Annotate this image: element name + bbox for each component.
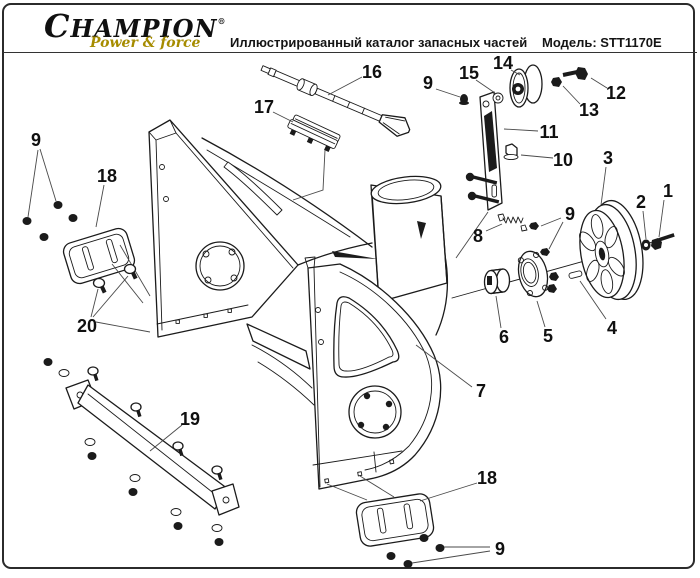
model-label: Модель: STT1170E <box>542 35 662 50</box>
callout-5: 5 <box>543 326 553 346</box>
leader-line-18 <box>419 482 478 502</box>
shave-plate-bracket <box>287 114 341 152</box>
scraper-bolts <box>43 358 224 546</box>
tension-arm <box>455 91 503 259</box>
callout-10: 10 <box>553 150 573 170</box>
skid-shoe-bottom <box>355 493 435 547</box>
leader-line-16 <box>327 76 363 96</box>
bracket-mount-line <box>292 149 326 201</box>
leader-line-17 <box>272 111 294 123</box>
leader-line-9 <box>548 221 564 250</box>
callout-9: 9 <box>565 204 575 224</box>
arm-bolts <box>465 172 500 204</box>
leader-line-1 <box>658 199 665 238</box>
pulley-washer <box>641 239 651 251</box>
leader-line-15 <box>475 79 496 94</box>
leader-line-9 <box>27 149 39 218</box>
callout-18: 18 <box>477 468 497 488</box>
leader-line-13 <box>562 85 581 105</box>
callout-4: 4 <box>607 318 617 338</box>
callout-3: 3 <box>603 148 613 168</box>
tension-spring <box>497 213 539 232</box>
leader-line-7 <box>415 344 473 388</box>
leader-line-11 <box>503 128 539 132</box>
idler-washer <box>492 92 504 104</box>
idler-nut <box>551 77 562 87</box>
callout-8: 8 <box>473 226 483 246</box>
callout-20: 20 <box>77 316 97 336</box>
callout-17: 17 <box>254 97 274 117</box>
skid-shoe-left <box>62 227 136 285</box>
leader-line-8 <box>485 223 503 232</box>
leader-line-3 <box>600 166 607 206</box>
callout-16: 16 <box>362 62 382 82</box>
bearing-hub <box>483 268 511 295</box>
left-side-panel <box>148 119 299 338</box>
callout-14: 14 <box>493 53 513 73</box>
cross-strut <box>246 323 311 370</box>
callout-18: 18 <box>97 166 117 186</box>
page-border <box>2 3 695 569</box>
callout-2: 2 <box>636 192 646 212</box>
flange-nut-9b <box>459 94 469 105</box>
shoe-bottom-nuts <box>386 534 445 568</box>
flange-nuts <box>540 248 559 293</box>
leader-line-12 <box>590 77 608 89</box>
scraper-bar <box>65 379 240 516</box>
callout-11: 11 <box>539 122 558 142</box>
leader-line-14 <box>510 69 521 76</box>
leader-line-6 <box>495 295 502 329</box>
idler-pulley <box>509 64 543 108</box>
brand-logo: CHAMPION® <box>44 7 226 45</box>
leader-line-4 <box>579 280 607 320</box>
callout-7: 7 <box>476 381 486 401</box>
leader-line-10 <box>520 154 554 159</box>
pulley-bolt <box>651 233 675 250</box>
leader-line-9 <box>435 88 461 98</box>
registered-mark: ® <box>217 16 226 26</box>
brand-slogan: Power & force <box>90 35 201 51</box>
shaft-key <box>568 270 583 279</box>
discharge-tube <box>370 175 448 303</box>
callout-15: 15 <box>459 63 479 83</box>
callout-13: 13 <box>579 100 599 120</box>
drive-pulley <box>579 199 644 301</box>
bearing-flange <box>517 250 549 298</box>
callout-9: 9 <box>495 539 505 559</box>
leader-line-20 <box>90 288 99 318</box>
page-title: Иллюстрированный каталог запасных частей <box>230 35 528 50</box>
leader-line-20 <box>92 275 129 318</box>
leader-line-9 <box>39 148 57 202</box>
flange-bolt-10 <box>503 143 519 161</box>
leader-line-9 <box>540 217 562 227</box>
shoe-left-nuts <box>22 201 78 241</box>
leader-line-9 <box>411 550 491 564</box>
callout-9: 9 <box>31 130 41 150</box>
header-divider <box>3 52 697 53</box>
callout-9: 9 <box>423 73 433 93</box>
leader-line-18 <box>95 184 105 228</box>
leader-line-5 <box>536 300 546 328</box>
leader-line-2 <box>642 210 647 240</box>
callout-12: 12 <box>606 83 626 103</box>
idler-bolt <box>562 67 588 80</box>
leader-line-20 <box>95 321 151 333</box>
right-side-panel <box>304 256 442 501</box>
callout-6: 6 <box>499 327 509 347</box>
callout-1: 1 <box>663 181 673 201</box>
auger-drum <box>201 137 449 406</box>
callout-19: 19 <box>180 409 200 429</box>
carriage-bolts <box>92 263 138 294</box>
auger-shaft <box>260 65 411 137</box>
leader-line-19 <box>149 424 183 452</box>
shoe-mount-line2 <box>111 263 144 304</box>
